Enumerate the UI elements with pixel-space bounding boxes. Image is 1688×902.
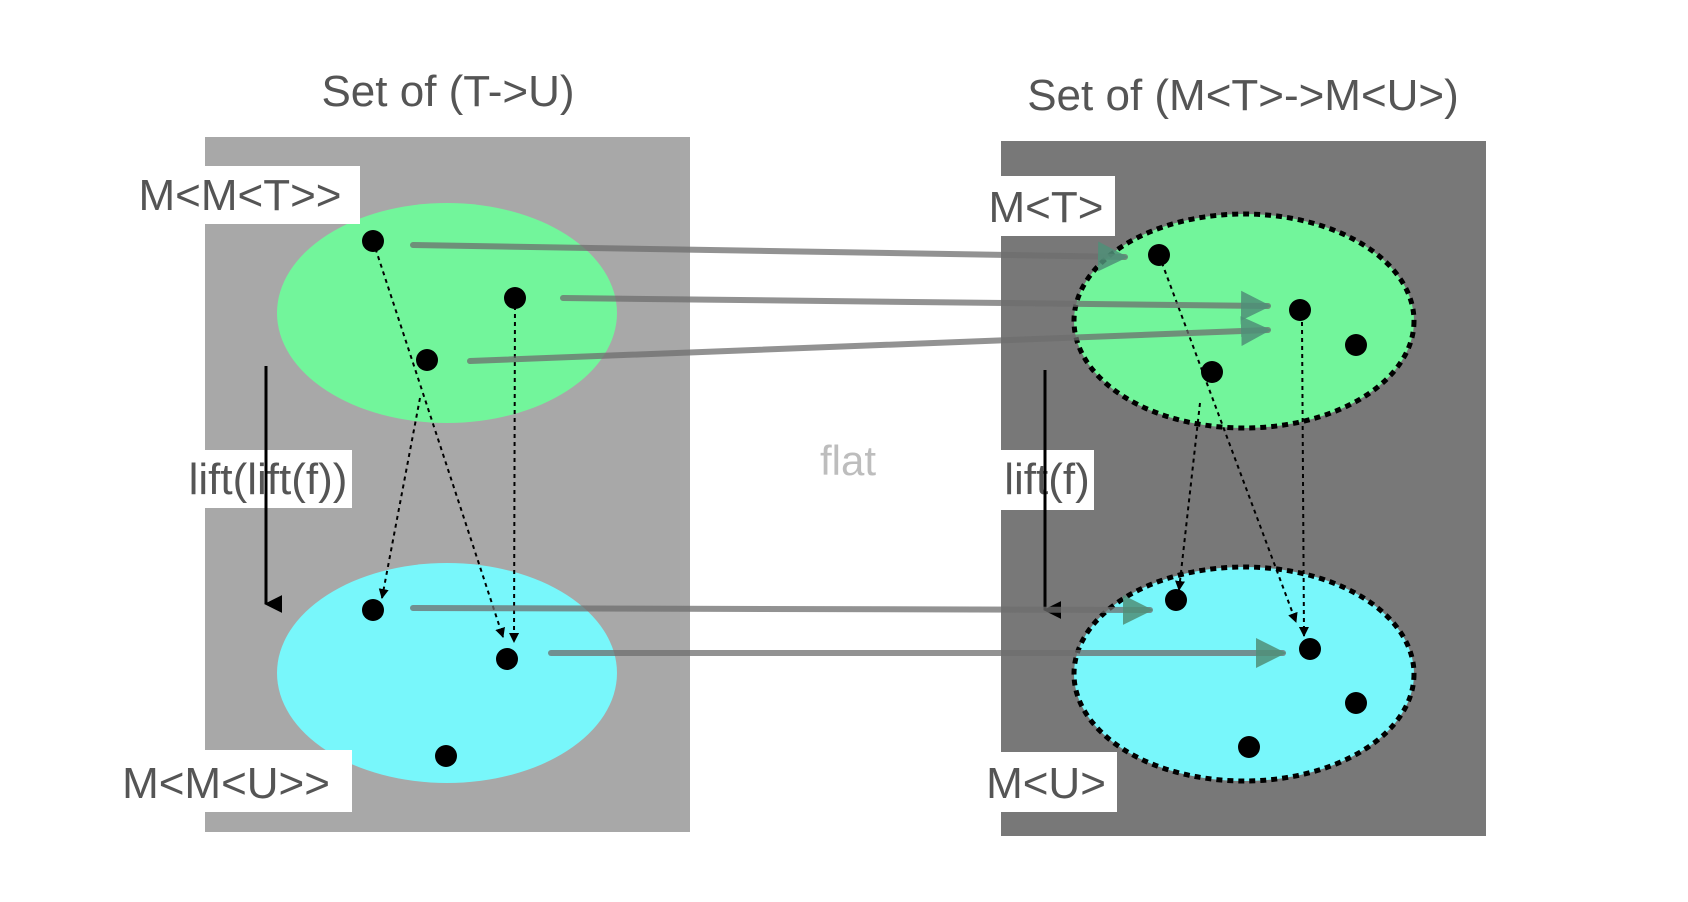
flat-arrow-3 xyxy=(467,316,1271,364)
left-map-arrow-2 xyxy=(509,297,520,643)
left-map-arrow-1 xyxy=(372,240,505,638)
right-top-dot-2 xyxy=(1289,299,1311,321)
right-bottom-dot-1 xyxy=(1165,589,1187,611)
right-top-dot-1 xyxy=(1148,244,1170,266)
right-map-arrow-1 xyxy=(1158,254,1298,623)
flat-arrow-2 xyxy=(560,290,1271,321)
center-flat-label: flat xyxy=(820,437,876,484)
right-panel-title: Set of (M<T>->M<U>) xyxy=(1027,71,1459,120)
left-bottom-label-box xyxy=(100,750,352,812)
left-bottom-dot-3 xyxy=(435,745,457,767)
right-arrow-label-box xyxy=(1000,450,1094,510)
left-bottom-label: M<M<U>> xyxy=(122,759,330,808)
left-top-dot-2 xyxy=(504,287,526,309)
flat-arrow-1 xyxy=(410,241,1128,272)
right-bottom-label-box xyxy=(977,752,1117,812)
right-top-label: M<T> xyxy=(989,183,1104,232)
right-top-dot-4 xyxy=(1201,361,1223,383)
left-top-label: M<M<T>> xyxy=(139,171,342,220)
right-bottom-label: M<U> xyxy=(986,759,1106,808)
right-bottom-set xyxy=(1071,564,1417,784)
left-top-label-box xyxy=(120,166,360,224)
left-top-dot-3 xyxy=(416,349,438,371)
right-top-set xyxy=(1071,211,1417,431)
left-map-arrow-3 xyxy=(378,397,421,599)
left-top-dot-1 xyxy=(362,230,384,252)
left-top-set xyxy=(277,203,617,423)
flat-arrow-4 xyxy=(410,594,1153,625)
left-bottom-set xyxy=(277,563,617,783)
left-bottom-dot-1 xyxy=(362,599,384,621)
left-panel-title: Set of (T->U) xyxy=(321,67,574,116)
right-top-dot-3 xyxy=(1345,334,1367,356)
left-arrow-label-box xyxy=(184,450,352,508)
right-bottom-dot-4 xyxy=(1238,736,1260,758)
right-bottom-dot-2 xyxy=(1299,638,1321,660)
flat-arrows xyxy=(410,241,1286,668)
right-bottom-dot-3 xyxy=(1345,692,1367,714)
right-top-label-box xyxy=(977,176,1115,236)
left-arrow-label: lift(lift(f)) xyxy=(189,455,348,504)
left-bottom-dot-2 xyxy=(496,648,518,670)
right-arrow-label: lift(f) xyxy=(1004,455,1090,504)
